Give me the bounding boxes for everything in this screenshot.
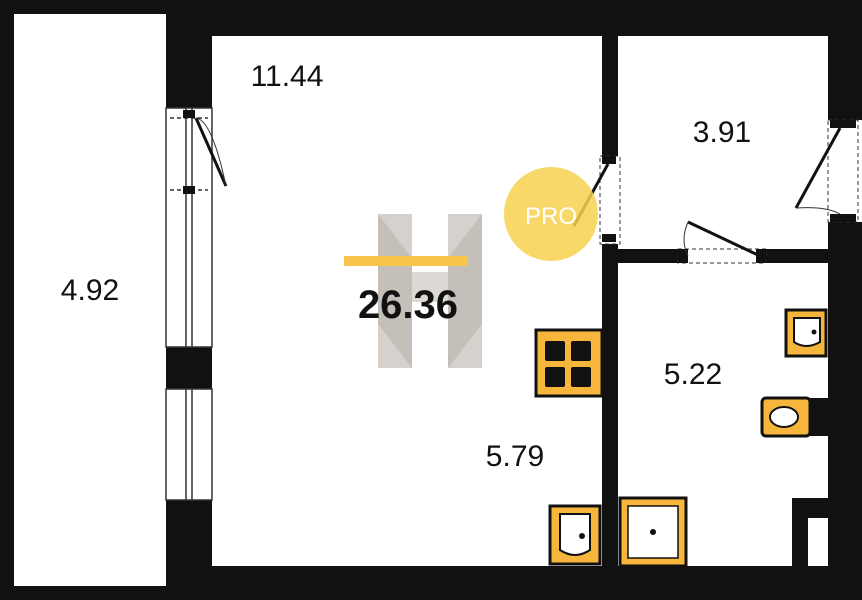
wall-left <box>0 0 14 600</box>
burner-4 <box>571 367 591 387</box>
entrance-hinge-a <box>830 120 856 128</box>
entrance-opening <box>827 119 859 223</box>
kitchen-sink-drain <box>579 533 585 539</box>
shower-tray-icon <box>618 496 688 568</box>
shower-drain <box>650 529 656 535</box>
wall-bath-top-right <box>766 249 828 263</box>
main-door-hinge-b <box>602 234 616 242</box>
basin-drain <box>811 329 817 335</box>
wall-bath-top-left <box>618 249 678 263</box>
wall-partition-lower <box>602 244 618 566</box>
bathroom-door <box>677 220 767 264</box>
door-leaf <box>194 117 228 187</box>
pro-text: PRO <box>525 203 577 230</box>
bath-door-leaf <box>687 220 761 258</box>
bath-door-hinge-b <box>756 249 766 263</box>
window-lower <box>165 388 213 501</box>
area-hallway: 3.91 <box>693 116 751 149</box>
bath-door-swing <box>683 221 689 257</box>
window-pier <box>166 347 212 389</box>
entrance-door <box>794 119 859 223</box>
burner-2 <box>571 341 591 361</box>
bath-door-hinge-a <box>678 249 688 263</box>
window-upper <box>165 107 213 348</box>
entrance-leaf <box>794 127 842 209</box>
balcony-door <box>183 110 228 194</box>
wall-right-upper <box>828 0 862 120</box>
area-bathroom: 5.22 <box>664 358 722 391</box>
burner-3 <box>545 367 565 387</box>
basin-bowl <box>793 317 821 347</box>
kitchen-sink-bowl <box>559 513 591 556</box>
accent-bar <box>344 256 468 266</box>
wall-top-main <box>166 0 862 36</box>
logo-facet-right <box>448 214 482 368</box>
area-kitchen-zone: 5.79 <box>486 440 544 473</box>
shaft-inner <box>808 518 828 566</box>
wash-basin-icon <box>784 308 828 358</box>
toilet-icon <box>760 396 812 438</box>
balcony-windows <box>165 107 213 501</box>
wall-partition-upper <box>602 36 618 156</box>
main-door-opening <box>599 155 621 245</box>
stove-icon <box>534 328 604 398</box>
entrance-hinge-b <box>830 214 856 222</box>
toilet-niche <box>810 398 828 436</box>
area-main-room: 11.44 <box>251 60 324 93</box>
door-hinge-bottom <box>183 186 195 194</box>
burner-1 <box>545 341 565 361</box>
wall-bottom-main <box>166 566 862 600</box>
toilet-bowl <box>769 406 799 428</box>
wall-right-lower <box>828 222 862 600</box>
area-balcony: 4.92 <box>61 274 119 307</box>
logo-facet-left <box>378 214 412 368</box>
door-hinge-top <box>183 110 195 118</box>
pro-badge <box>504 167 598 261</box>
watermark-logo-icon <box>378 214 482 368</box>
logo-crossbar <box>412 272 448 302</box>
main-door-hinge-a <box>602 156 616 164</box>
kitchen-sink-icon <box>548 504 602 566</box>
total-area: 26.36 <box>358 283 458 327</box>
door-swing-arc <box>195 117 227 187</box>
entrance-swing <box>795 207 841 215</box>
